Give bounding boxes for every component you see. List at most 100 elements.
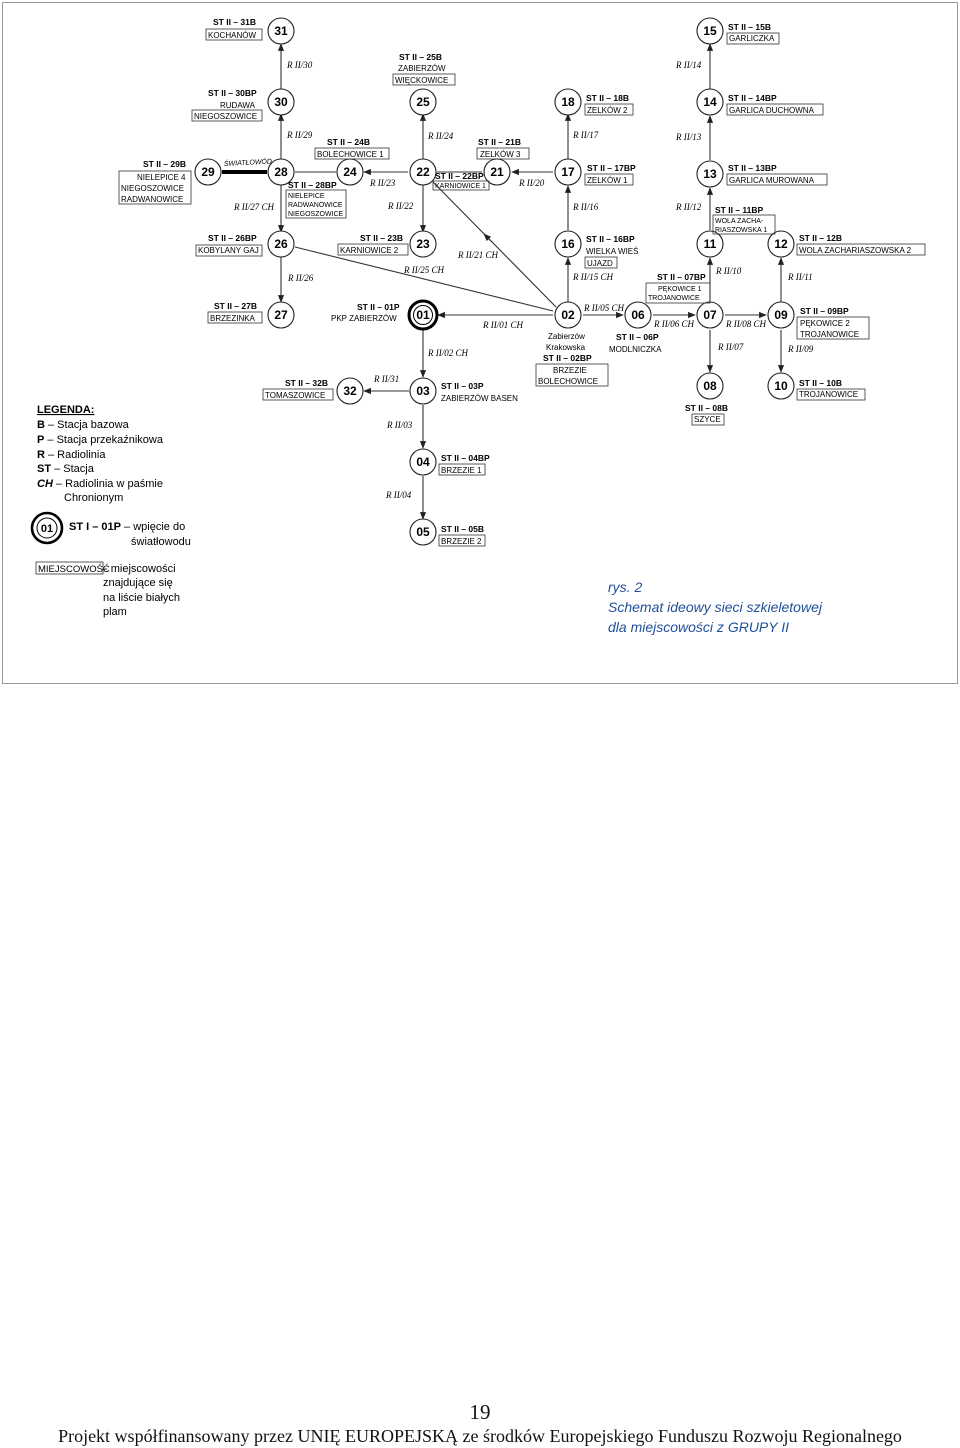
- station-place-30b: NIEGOSZOWICE: [194, 112, 257, 121]
- arrow-21ch: [483, 233, 493, 243]
- link-label-09: R II/09: [787, 344, 814, 354]
- link-label-31: R II/31: [373, 374, 399, 384]
- node-label-13: 13: [703, 167, 717, 181]
- station-place-22: KARNIOWICE 1: [435, 183, 486, 190]
- legend-node-inner: [36, 517, 58, 539]
- node-label-23: 23: [416, 237, 430, 251]
- station-place-11a: WOLA ZACHA-: [715, 218, 764, 225]
- legend-b-text: – Stacja bazowa: [45, 419, 130, 431]
- station-place-23: KARNIOWICE 2: [340, 246, 399, 255]
- station-code-04: ST II – 04BP: [441, 453, 490, 463]
- legend-ch-key: CH: [37, 478, 54, 490]
- node-label-31: 31: [274, 24, 288, 38]
- node-18: [554, 88, 582, 116]
- station-code-28: ST II – 28BP: [288, 180, 337, 190]
- legend-st-text: – Stacja: [51, 463, 95, 475]
- node-label-17: 17: [561, 165, 575, 179]
- legend-p-text: – Stacja przekaźnikowa: [44, 434, 163, 446]
- link-label-23: R II/23: [369, 178, 396, 188]
- node-label-29: 29: [201, 165, 215, 179]
- node-label-12: 12: [774, 237, 788, 251]
- station-place-29b: NIEGOSZOWICE: [121, 184, 184, 193]
- link-label-02: R II/02 CH: [427, 348, 468, 358]
- station-place-30a: RUDAWA: [220, 101, 256, 110]
- link-label-01: R II/01 CH: [482, 320, 523, 330]
- station-code-06: ST II – 06P: [616, 332, 659, 342]
- station-code-26: ST II – 26BP: [208, 233, 257, 243]
- link-label-13: R II/13: [675, 132, 702, 142]
- node-04: [409, 448, 437, 476]
- node-02: [554, 301, 582, 329]
- node-30: [267, 88, 295, 116]
- station-code-01: ST II – 01P: [357, 302, 400, 312]
- link-label-30: R II/30: [286, 60, 313, 70]
- caption-line1: rys. 2: [608, 579, 642, 595]
- node-label-01: 01: [416, 308, 430, 322]
- station-code-30: ST II – 30BP: [208, 88, 257, 98]
- station-place-26: KOBYLANY GAJ: [198, 246, 259, 255]
- station-place-25a: ZABIERZÓW: [398, 64, 446, 73]
- station-place-31: KOCHANÓW: [208, 31, 256, 40]
- station-code-21: ST II – 21B: [478, 137, 521, 147]
- node-label-30: 30: [274, 95, 288, 109]
- node-16: [554, 230, 582, 258]
- legend-place-box: [35, 561, 104, 575]
- station-place-09b: TROJANOWICE: [800, 330, 859, 339]
- station-place-32: TOMASZOWICE: [265, 391, 325, 400]
- station-place-29c: RADWANOWICE: [121, 195, 183, 204]
- legend-node-line1: ST I – 01P – wpięcie do: [69, 521, 185, 533]
- legend-ch-text: – Radiolinia w paśmie: [53, 478, 163, 490]
- legend-place-text2: znajdujące się: [103, 577, 173, 589]
- link-label-27: R II/27 CH: [233, 202, 274, 212]
- legend-place-text3: na liście białych: [103, 592, 180, 604]
- link-label-04: R II/04: [385, 490, 412, 500]
- node-03: [409, 377, 437, 405]
- node-12: [767, 230, 795, 258]
- link-22-02: [432, 181, 557, 308]
- legend-place-text4: plam: [103, 606, 127, 618]
- station-name-02b: Krakowska: [546, 343, 586, 352]
- station-place-16b: UJAZD: [587, 259, 613, 268]
- station-code-09: ST II – 09BP: [800, 306, 849, 316]
- node-labels: 31 30 29 28 26 27 25 24 22 23 21 01 03 0…: [201, 24, 788, 539]
- station-place-06: MODLNICZKA: [609, 345, 662, 354]
- legend-st: ST – Stacja: [37, 463, 95, 475]
- legend-p-key: P: [37, 434, 44, 446]
- link-label-11: R II/11: [787, 272, 813, 282]
- node-29: [194, 158, 222, 186]
- station-place-11b: RIASZOWSKA 1: [715, 227, 767, 234]
- station-code-07: ST II – 07BP: [657, 272, 706, 282]
- link-26-02: [294, 246, 554, 312]
- station-code-32: ST II – 32B: [285, 378, 328, 388]
- link-label-20: R II/20: [518, 178, 545, 188]
- node-31: [267, 17, 295, 45]
- station-code-02: ST II – 02BP: [543, 353, 592, 363]
- link-label-16: R II/16: [572, 202, 599, 212]
- link-label-26: R II/26: [287, 273, 314, 283]
- station-name-02a: Zabierzów: [548, 332, 585, 341]
- station-place-21: ZELKÓW 3: [480, 150, 521, 159]
- page-footer: Projekt współfinansowany przez UNIĘ EURO…: [58, 1426, 902, 1446]
- station-code-11: ST II – 11BP: [715, 205, 764, 215]
- link-label-17: R II/17: [572, 130, 599, 140]
- station-code-23: ST II – 23B: [360, 233, 403, 243]
- node-06: [624, 301, 652, 329]
- node-label-25: 25: [416, 95, 430, 109]
- link-label-07: R II/07: [717, 342, 744, 352]
- station-place-07a: PĘKOWICE 1: [658, 286, 702, 293]
- station-place-27: BRZEZINKA: [210, 314, 256, 323]
- legend-title: LEGENDA:: [37, 404, 94, 416]
- page-number: 19: [469, 1400, 491, 1424]
- station-code-15: ST II – 15B: [728, 22, 771, 32]
- legend-b-key: B: [37, 419, 45, 431]
- node-label-07: 07: [703, 308, 717, 322]
- node-label-18: 18: [561, 95, 575, 109]
- node-15: [696, 17, 724, 45]
- node-13: [696, 160, 724, 188]
- legend-node-code: ST I – 01P: [69, 521, 121, 533]
- station-place-08: SZYCE: [694, 415, 721, 424]
- station-place-14: GARLICA DUCHOWNA: [729, 106, 815, 115]
- link-label-03: R II/03: [386, 420, 413, 430]
- caption-line2: Schemat ideowy sieci szkieletowej: [608, 599, 823, 615]
- node-label-22: 22: [416, 165, 430, 179]
